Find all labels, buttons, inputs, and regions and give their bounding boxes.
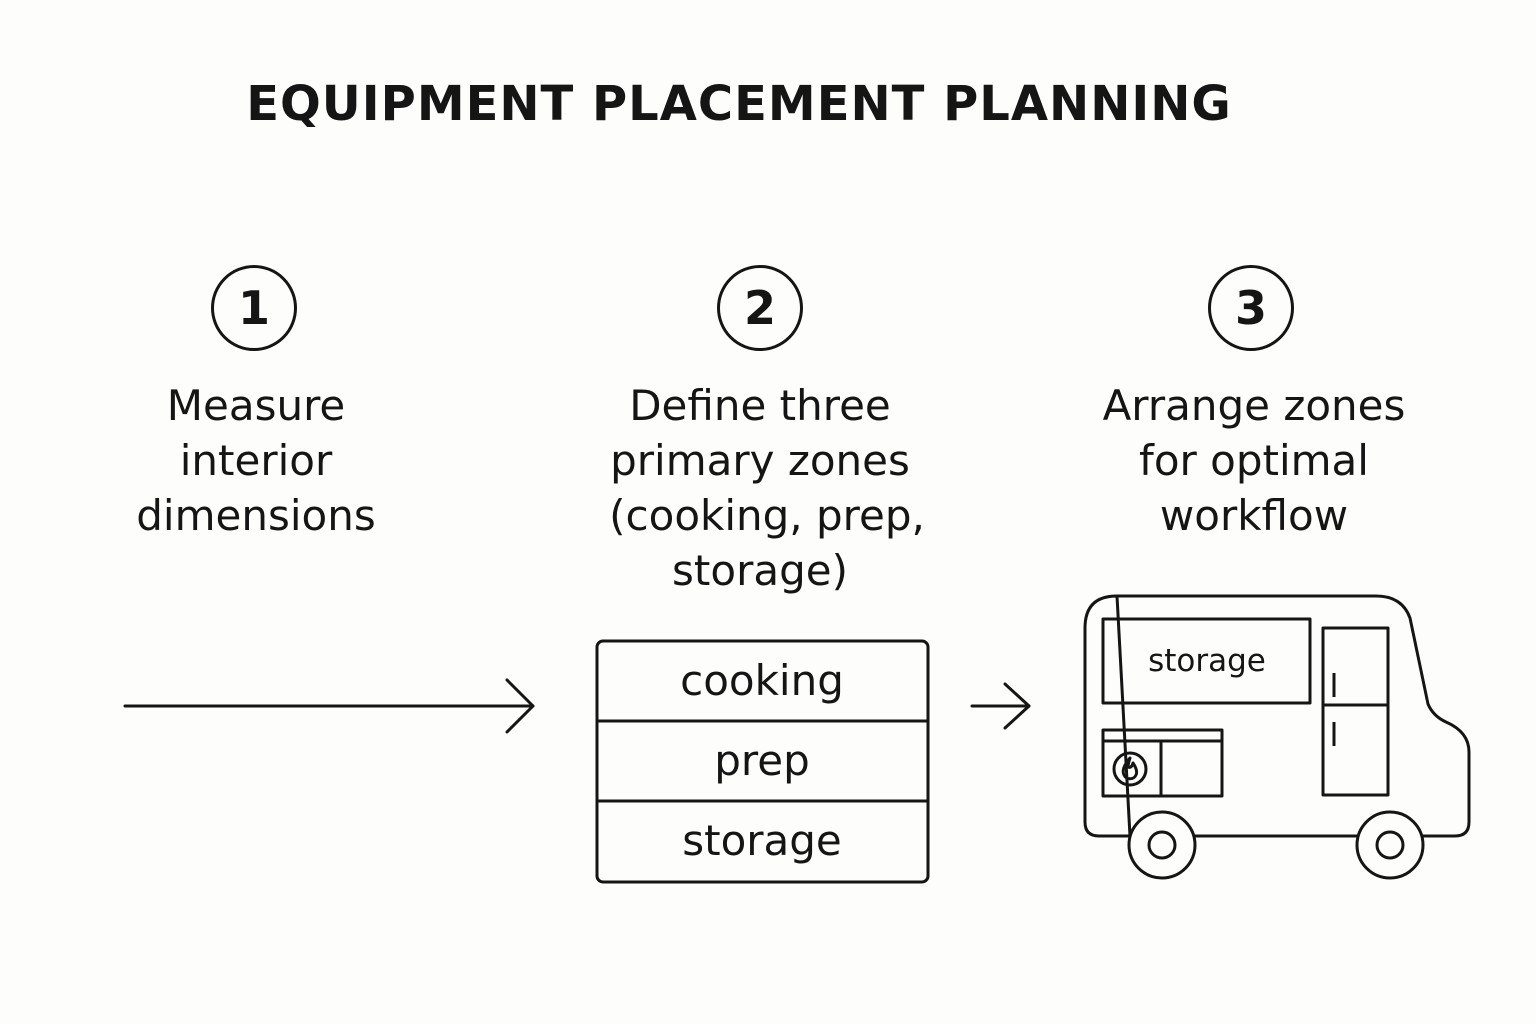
zone-prep-label: prep [714,736,810,785]
wheel-icon [1127,810,1197,880]
zones-stack: cooking prep storage [595,639,930,884]
diagram-title: EQUIPMENT PLACEMENT PLANNING [246,76,1232,132]
truck-cooking-station [1101,728,1224,798]
arrow-right-icon [123,678,535,734]
step-1-number: 1 [211,265,297,351]
flame-icon [1112,751,1148,787]
step-1-line: dimensions [136,491,376,540]
step-2-number: 2 [717,265,803,351]
zones-stack-border [595,639,930,884]
step-2-line: primary zones [610,436,910,485]
step-2-description: Define three primary zones (cooking, pre… [550,378,970,598]
zone-storage-label: storage [682,816,842,865]
step-3-line: workflow [1159,491,1349,540]
step-3-line: for optimal [1139,436,1369,485]
refrigerator-icon [1321,626,1390,797]
step-1-line: Measure [166,381,346,430]
food-truck-icon [1083,594,1471,880]
step-1-line: interior [179,436,333,485]
step-3-number: 3 [1208,265,1294,351]
step-3-description: Arrange zones for optimal workflow [1044,378,1464,543]
truck-storage-area [1101,617,1312,705]
step-2-line: storage) [672,546,848,595]
step-2-line: Define three [629,381,891,430]
wheel-icon [1355,810,1425,880]
truck-storage-label: storage [1148,643,1266,679]
zone-cooking-label: cooking [680,656,844,705]
truck-body [1083,594,1471,838]
step-3-line: Arrange zones [1102,381,1406,430]
arrow-right-icon [970,682,1031,730]
step-2-line: (cooking, prep, [609,491,925,540]
step-1-description: Measure interior dimensions [46,378,466,543]
